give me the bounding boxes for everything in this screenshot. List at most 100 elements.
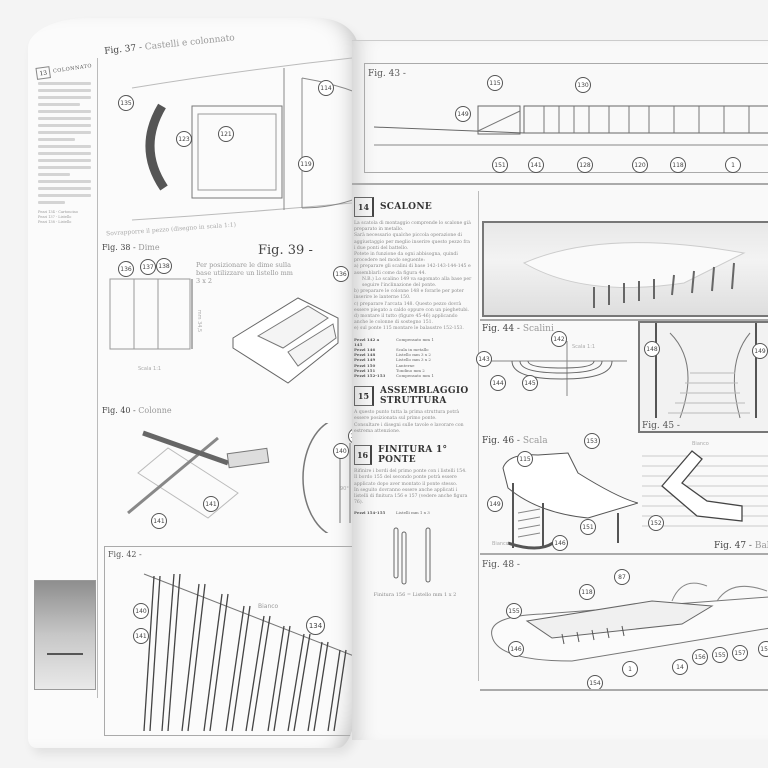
fig39-note: Per posizionare le dime sulla base utili… bbox=[196, 261, 293, 285]
callout-154: 154 bbox=[587, 675, 603, 691]
section-title: FINITURA 1° PONTE bbox=[378, 445, 448, 466]
section-title: COLONNATO bbox=[52, 63, 93, 75]
callout-149-fig46: 149 bbox=[487, 496, 503, 512]
sidebar-parts-list: Pezzi 134 - Cartoncino Pezzi 137 - Liste… bbox=[38, 210, 78, 224]
callout-135: 135 bbox=[118, 95, 134, 111]
callout-151-fig46: 151 bbox=[580, 519, 596, 535]
callout-151: 151 bbox=[492, 157, 508, 173]
fig45-label: Fig. 45 - bbox=[642, 421, 680, 431]
section-title: ASSEMBLAGGIO STRUTTURA bbox=[380, 386, 469, 407]
strips-caption: Finitura 156 = Listello mm 1 x 2 bbox=[373, 591, 457, 598]
fig43-label: Fig. 43 - bbox=[368, 69, 406, 79]
section-header-16: 16 FINITURA 1° PONTE bbox=[354, 445, 476, 466]
callout-141-b: 141 bbox=[203, 496, 219, 512]
callout-141: 141 bbox=[528, 157, 544, 173]
fig40-drawing bbox=[127, 423, 358, 533]
callout-114: 114 bbox=[318, 80, 334, 96]
instructions-column: 14 SCALONE La scatola di montaggio compr… bbox=[354, 191, 476, 598]
callout-130: 130 bbox=[575, 77, 591, 93]
section-14-body: La scatola di montaggio comprende lo sca… bbox=[354, 221, 472, 332]
section-number: 14 bbox=[354, 197, 374, 217]
fig48-label: Fig. 48 - bbox=[482, 560, 520, 570]
callout-115-fig46: 115 bbox=[517, 451, 533, 467]
callout-140-fig42: 140 bbox=[133, 603, 149, 619]
section-header-15: 15 ASSEMBLAGGIO STRUTTURA bbox=[354, 386, 476, 407]
callout-136-fig39: 136 bbox=[333, 266, 349, 282]
section-header-14: 14 SCALONE bbox=[354, 197, 476, 217]
callout-115: 115 bbox=[487, 75, 503, 91]
section-title: SCALONE bbox=[380, 202, 432, 212]
section-16-body: Rifinire i bordi del primo ponte con i l… bbox=[354, 469, 468, 506]
callout-140: 140 bbox=[333, 443, 349, 459]
callout-143: 143 bbox=[476, 351, 492, 367]
callout-157: 157 bbox=[732, 645, 748, 661]
callout-141-fig42: 141 bbox=[133, 628, 149, 644]
fig46-annotation: Bianco bbox=[492, 541, 509, 547]
left-page: 13 COLONNATO Pezzi 134 - Cartoncino Pezz… bbox=[28, 18, 358, 748]
callout-137: 137 bbox=[140, 259, 156, 275]
section-number: 16 bbox=[354, 445, 373, 466]
callout-149-fig45: 149 bbox=[752, 343, 768, 359]
fig38-dimension: mm 34,5 bbox=[196, 309, 203, 333]
left-sidebar: 13 COLONNATO Pezzi 134 - Cartoncino Pezz… bbox=[32, 58, 98, 698]
callout-156-a: 156 bbox=[692, 649, 708, 665]
section-header-13: 13 COLONNATO bbox=[35, 60, 93, 80]
callout-136: 136 bbox=[118, 261, 134, 277]
callout-155-a: 155 bbox=[506, 603, 522, 619]
callout-134: 134 bbox=[306, 616, 325, 635]
callout-128: 128 bbox=[577, 157, 593, 173]
fig47-label: Fig. 47 - Bala bbox=[714, 541, 768, 551]
column-divider bbox=[478, 191, 479, 681]
callout-141-a: 141 bbox=[151, 513, 167, 529]
callout-153: 153 bbox=[584, 433, 600, 449]
callout-121: 121 bbox=[218, 126, 234, 142]
model-photo bbox=[482, 221, 768, 317]
callout-123: 123 bbox=[176, 131, 192, 147]
divider bbox=[480, 553, 768, 555]
fig38-drawing bbox=[109, 278, 193, 350]
callout-155-b: 155 bbox=[712, 647, 728, 663]
callout-144: 144 bbox=[490, 375, 506, 391]
callout-120: 120 bbox=[632, 157, 648, 173]
fig40-label: Fig. 40 - Colonne bbox=[102, 406, 172, 415]
section-number: 13 bbox=[35, 66, 51, 80]
fig44-scale: Scala 1:1 bbox=[572, 344, 596, 350]
callout-118-fig48: 118 bbox=[579, 584, 595, 600]
fig38-label: Fig. 38 - Dime bbox=[102, 243, 160, 252]
finishing-strips-drawing bbox=[393, 527, 431, 585]
callout-148: 148 bbox=[644, 341, 660, 357]
divider bbox=[480, 689, 768, 691]
model-photo-drawing bbox=[522, 242, 746, 308]
callout-1: 1 bbox=[725, 157, 741, 173]
callout-142: 142 bbox=[551, 331, 567, 347]
fig48-ship-drawing bbox=[491, 582, 768, 662]
sidebar-body-text bbox=[38, 82, 91, 204]
callout-87: 87 bbox=[614, 569, 630, 585]
fig39-label: Fig. 39 - bbox=[258, 243, 313, 258]
fig37-drawing bbox=[131, 57, 358, 221]
callout-156-b: 156 bbox=[758, 641, 768, 657]
callout-119: 119 bbox=[298, 156, 314, 172]
section-15-body: A questo punto tutta la prima struttura … bbox=[354, 410, 464, 434]
fig39-drawing bbox=[232, 297, 339, 384]
callout-118: 118 bbox=[670, 157, 686, 173]
callout-149: 149 bbox=[455, 106, 471, 122]
callout-14: 14 bbox=[672, 659, 688, 675]
callout-145: 145 bbox=[522, 375, 538, 391]
fig42-colonnade-drawing bbox=[143, 573, 355, 732]
callout-146-fig46: 146 bbox=[552, 535, 568, 551]
fig47-annotation: Bianco bbox=[692, 441, 709, 447]
fig44-label: Fig. 44 - Scalini bbox=[482, 324, 554, 334]
fig42-label: Fig. 42 - bbox=[108, 550, 142, 559]
fig45-staircase-drawing bbox=[655, 323, 757, 419]
fig45-panel bbox=[638, 321, 768, 433]
fig47-balustrade-drawing bbox=[642, 450, 768, 527]
divider bbox=[480, 319, 768, 321]
fig38-scale: Scala 1:1 bbox=[138, 366, 162, 372]
model-photo-thumbnail bbox=[34, 580, 96, 690]
right-page: Fig. 43 - 115 130 149 151 141 128 120 11… bbox=[352, 40, 768, 740]
fig43-side-elevation bbox=[374, 105, 768, 146]
